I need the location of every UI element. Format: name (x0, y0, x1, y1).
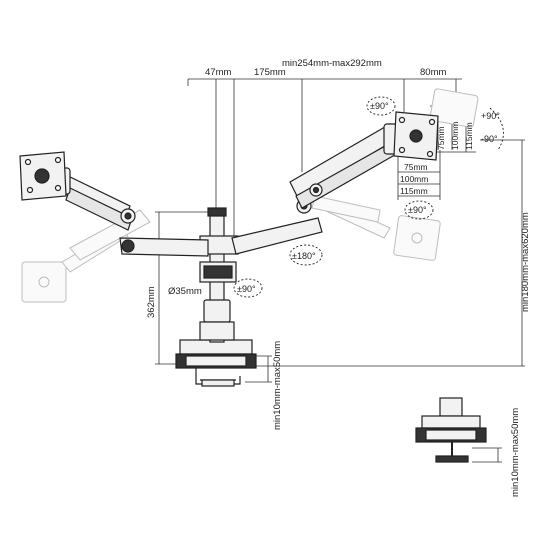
label-pole-height: 362mm (146, 286, 157, 318)
label-vesa-115-w: 115mm (400, 186, 428, 196)
label-swivel-180: ±180° (292, 251, 316, 261)
dimension-labels: 47mm 175mm min254mm-max292mm 80mm ±90° +… (146, 58, 531, 497)
grommet-mount (415, 397, 487, 463)
label-tilt-down: -90° (481, 134, 498, 144)
label-pole-diameter: Ø35mm (168, 286, 202, 297)
label-swivel-90: ±90° (237, 284, 256, 294)
label-vesa-100-w: 100mm (400, 174, 428, 184)
ghost-positions (21, 88, 479, 303)
label-vesa-100-h: 100mm (450, 122, 460, 150)
label-clamp-range: min10mm-max50mm (272, 341, 283, 430)
right-arm (231, 123, 401, 255)
desk-clamp (175, 339, 257, 387)
label-top-span: min254mm-max292mm (282, 58, 382, 69)
center-pole (199, 207, 239, 343)
right-vesa-plate (393, 111, 439, 161)
label-top-left: 47mm (205, 67, 231, 78)
label-rot-bottom: ±90° (408, 205, 427, 215)
label-vesa-75-w: 75mm (404, 162, 428, 172)
left-vesa-plate (19, 151, 67, 201)
label-tilt-up: +90° (481, 111, 500, 121)
label-vesa-75-h: 75mm (436, 126, 446, 150)
rotation-indicators (233, 96, 504, 298)
label-vesa-115-h: 115mm (464, 122, 474, 150)
left-arm (55, 167, 209, 257)
label-rot-top: ±90° (370, 101, 389, 111)
label-top-mid: 175mm (254, 67, 286, 78)
label-top-right: 80mm (420, 67, 446, 78)
label-grommet-range: min10mm-max50mm (510, 408, 521, 497)
label-height-range: min180mm-max620mm (520, 212, 531, 312)
